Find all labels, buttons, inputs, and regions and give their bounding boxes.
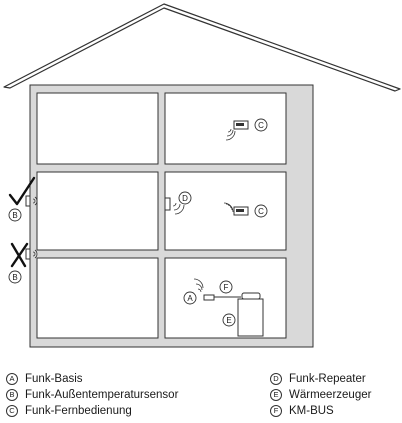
marker-c-middle-circle <box>254 204 268 218</box>
legend-item-e: E Wärmeerzeuger <box>270 387 400 403</box>
marker-d: D <box>182 194 188 203</box>
room-top-right <box>164 92 287 165</box>
legend-badge-c: C <box>6 405 18 417</box>
room-bottom-right <box>164 257 287 339</box>
marker-a-circle <box>183 291 197 305</box>
legend-item-a: A Funk-Basis <box>6 371 246 387</box>
marker-b-upper: B <box>12 211 17 220</box>
room-middle-right <box>164 171 287 251</box>
legend-badge-f: F <box>270 405 282 417</box>
legend-item-c: C Funk-Fernbedienung <box>6 403 246 419</box>
remote-control-device-icon <box>223 202 249 216</box>
legend-label-e: Wärmeerzeuger <box>289 389 372 401</box>
room-bottom-left <box>36 257 159 339</box>
marker-e: E <box>226 316 231 325</box>
legend-item-f: F KM-BUS <box>270 403 400 419</box>
marker-f: F <box>224 283 229 292</box>
legend-badge-d: D <box>270 373 282 385</box>
marker-e-circle <box>222 313 236 327</box>
legend-label-d: Funk-Repeater <box>289 373 366 385</box>
legend-label-f: KM-BUS <box>289 405 334 417</box>
marker-b-lower-circle <box>8 270 22 284</box>
legend-label-b: Funk-Außentemperatursensor <box>25 389 179 401</box>
room-top-left <box>36 92 159 165</box>
legend-label-c: Funk-Fernbedienung <box>25 405 132 417</box>
marker-c-top-circle <box>254 118 268 132</box>
marker-c-top: C <box>258 121 264 130</box>
legend-badge-e: E <box>270 389 282 401</box>
check-mark-icon <box>8 176 36 206</box>
marker-f-circle <box>219 280 233 294</box>
legend-item-b: B Funk-Außentemperatursensor <box>6 387 246 403</box>
roof <box>3 3 401 92</box>
outdoor-sensor-good-icon <box>25 195 38 207</box>
marker-d-circle <box>178 191 192 205</box>
repeater-device-icon <box>164 197 185 215</box>
legend-left-column: A Funk-Basis B Funk-Außentemperatursenso… <box>6 371 246 419</box>
heat-generator-device-icon <box>237 292 264 337</box>
outdoor-sensor-bad-icon <box>25 248 38 260</box>
marker-a: A <box>187 294 193 303</box>
legend-label-a: Funk-Basis <box>25 373 83 385</box>
remote-control-device-icon <box>225 120 249 141</box>
legend-item-d: D Funk-Repeater <box>270 371 400 387</box>
marker-c-middle: C <box>258 207 264 216</box>
legend-right-column: D Funk-Repeater E Wärmeerzeuger F KM-BUS <box>270 371 400 419</box>
marker-b-upper-circle <box>8 208 22 222</box>
room-middle-left <box>36 171 159 251</box>
legend-badge-b: B <box>6 389 18 401</box>
cross-mark-icon <box>10 242 29 268</box>
legend-badge-a: A <box>6 373 18 385</box>
marker-b-lower: B <box>12 273 17 282</box>
